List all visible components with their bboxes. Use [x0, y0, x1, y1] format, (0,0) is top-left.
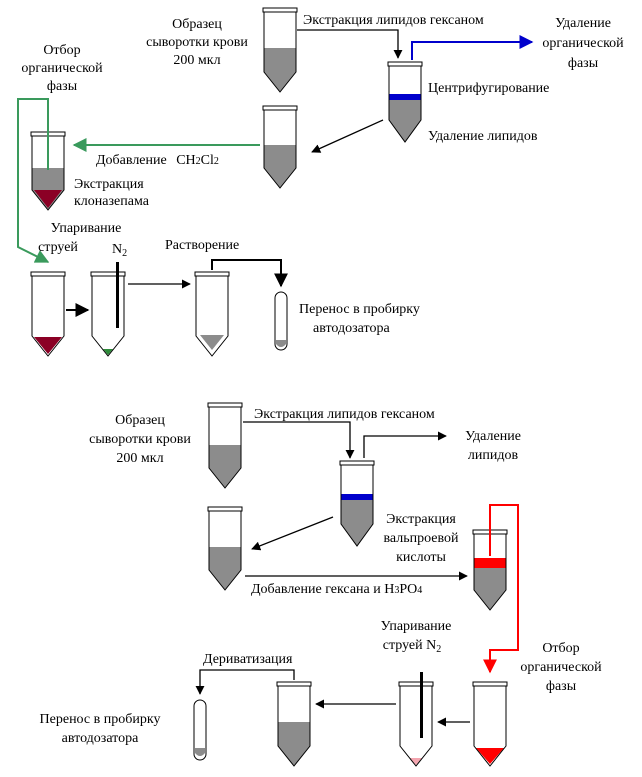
- label-bottom-extraction: Экстракция вальпроевой кислоты: [383, 512, 459, 565]
- label-bottom-hexane-extraction: Экстракция липидов гексаном: [254, 407, 435, 422]
- tube-top-centrifuge: [387, 61, 423, 143]
- tube-top-evaporation: [90, 262, 126, 357]
- svg-text:Отбор: Отбор: [43, 43, 80, 58]
- svg-text:струей: струей: [38, 240, 78, 255]
- svg-text:клоназепама: клоназепама: [74, 194, 150, 209]
- label-top-dissolution: Растворение: [165, 238, 239, 253]
- label-bottom-transfer: Перенос в пробирку автодозатора: [40, 712, 161, 746]
- label-bottom-add-hexane: Добавление гексана и H3PO4: [251, 582, 422, 597]
- svg-text:фазы: фазы: [568, 56, 599, 71]
- arrow-bottom-org-selection: [483, 504, 519, 674]
- svg-text:фазы: фазы: [546, 679, 577, 694]
- svg-text:фазы: фазы: [47, 79, 78, 94]
- label-bottom-org-selection: Отбор органической фазы: [520, 641, 602, 694]
- tube-bottom-evaporation: [398, 672, 434, 767]
- arrow-top-lipid-removal: [311, 119, 384, 153]
- tube-bottom-org-phase: [472, 681, 508, 767]
- svg-text:Экстракция: Экстракция: [386, 512, 456, 527]
- label-bottom-derivatization: Дериватизация: [203, 652, 293, 667]
- svg-text:автодозатора: автодозатора: [62, 731, 139, 746]
- label-top-transfer: Перенос в пробирку автодозатора: [299, 302, 420, 336]
- svg-text:органической: органической: [542, 36, 624, 51]
- tube-top-dissolution: [194, 271, 230, 357]
- tube-bottom-after-lipid-removal: [207, 506, 243, 591]
- arrow-top-hexane: [297, 29, 403, 59]
- arrow-top-dissolve-transfer: [211, 259, 288, 288]
- label-top-removal-org-phase: Удаление органической фазы: [542, 16, 624, 71]
- label-top-sample: Образец сыворотки крови 200 мкл: [146, 17, 248, 68]
- arrow-top-remove-org: [411, 35, 534, 60]
- tube-top-sample: [262, 7, 298, 93]
- tube-top-org-phase: [30, 271, 66, 357]
- svg-text:Образец: Образец: [115, 413, 165, 428]
- label-top-evaporation: Упаривание струей N2: [38, 221, 127, 259]
- svg-text:200 мкл: 200 мкл: [173, 53, 220, 68]
- top-scheme: Образец сыворотки крови 200 мкл Экстракц…: [17, 7, 624, 357]
- label-top-lipid-removal: Удаление липидов: [428, 129, 538, 144]
- svg-text:сыворотки крови: сыворотки крови: [89, 432, 191, 447]
- tube-bottom-sample: [207, 402, 243, 489]
- vial-bottom-autosampler: [193, 699, 207, 761]
- svg-text:органической: органической: [520, 660, 602, 675]
- vial-top-autosampler: [274, 291, 288, 351]
- svg-text:200 мкл: 200 мкл: [116, 451, 163, 466]
- arrow-bottom-hexane: [243, 421, 355, 459]
- svg-text:Перенос в пробирку: Перенос в пробирку: [40, 712, 161, 727]
- label-top-add-ch2cl2: Добавление CH2Cl2: [96, 153, 219, 168]
- label-bottom-lipid-removal: Удаление липидов: [465, 429, 521, 463]
- svg-text:струей N2: струей N2: [383, 638, 441, 655]
- arrow-bottom-remove-lipids: [363, 431, 447, 458]
- svg-text:сыворотки крови: сыворотки крови: [146, 35, 248, 50]
- svg-text:Перенос в пробирку: Перенос в пробирку: [299, 302, 420, 317]
- tube-top-after-lipid-removal: [262, 105, 298, 189]
- label-top-extraction: Экстракция клоназепама: [74, 177, 150, 209]
- svg-text:автодозатора: автодозатора: [313, 321, 390, 336]
- label-top-org-selection: Отбор органической фазы: [21, 43, 103, 94]
- label-top-centrifugation: Центрифугирование: [428, 81, 549, 96]
- svg-text:Отбор: Отбор: [542, 641, 579, 656]
- svg-text:Удаление: Удаление: [465, 429, 521, 444]
- svg-text:Образец: Образец: [172, 17, 222, 32]
- svg-text:Экстракция: Экстракция: [74, 177, 144, 192]
- svg-text:N2: N2: [112, 242, 127, 259]
- svg-text:Упаривание: Упаривание: [51, 221, 122, 236]
- bottom-scheme: Образец сыворотки крови 200 мкл Экстракц…: [40, 402, 602, 767]
- arrow-bottom-to-tube: [251, 516, 334, 551]
- label-bottom-evaporation: Упаривание струей N2: [381, 619, 452, 655]
- arrow-bottom-deriv-transfer: [195, 669, 295, 695]
- svg-text:органической: органической: [21, 61, 103, 76]
- svg-text:вальпроевой: вальпроевой: [383, 531, 459, 546]
- tube-bottom-derivatization: [276, 681, 312, 767]
- tube-bottom-centrifuge: [339, 460, 375, 547]
- label-bottom-sample: Образец сыворотки крови 200 мкл: [89, 413, 191, 466]
- svg-text:Упаривание: Упаривание: [381, 619, 452, 634]
- svg-text:кислоты: кислоты: [396, 550, 446, 565]
- label-top-hexane-extraction: Экстракция липидов гексаном: [303, 13, 484, 28]
- svg-text:липидов: липидов: [468, 448, 519, 463]
- arrow-top-org-selection: [17, 98, 50, 263]
- svg-text:Удаление: Удаление: [555, 16, 611, 31]
